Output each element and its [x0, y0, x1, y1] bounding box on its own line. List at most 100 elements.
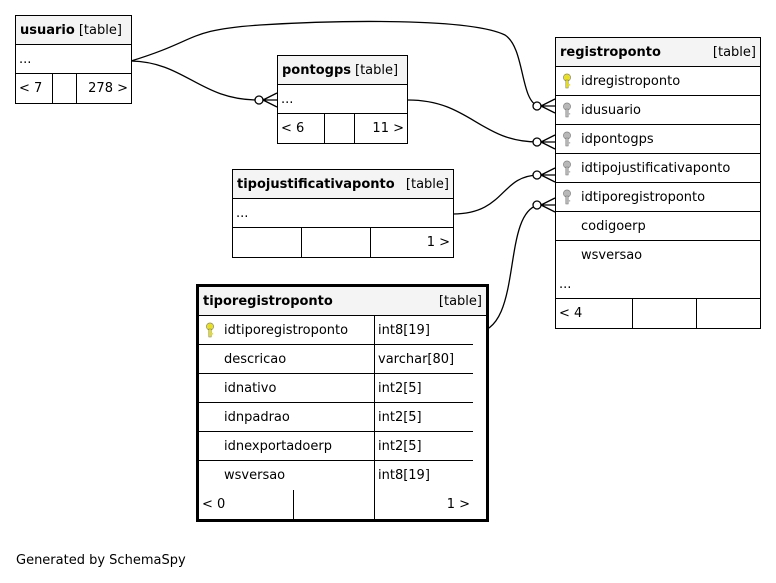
- parents-count[interactable]: < 6: [278, 114, 325, 143]
- column-name: idtiporegistroponto: [581, 189, 706, 205]
- column-name: wsversao: [581, 248, 643, 263]
- column-name-cell: idnexportadoerp: [199, 432, 375, 460]
- parents-count[interactable]: [233, 228, 302, 257]
- nav-row: < 6 11 >: [278, 114, 407, 143]
- table-pontogps[interactable]: pontogps [table] ... < 6 11 >: [277, 55, 408, 144]
- parents-count[interactable]: < 4: [556, 299, 633, 328]
- table-type: [table]: [438, 293, 482, 309]
- table-type: [table]: [712, 44, 756, 60]
- column-row[interactable]: idtiporegistroponto: [556, 183, 760, 212]
- table-name: tiporegistroponto: [203, 293, 333, 309]
- column-name-cell: idnpadrao: [199, 403, 375, 431]
- parents-count[interactable]: < 7: [16, 74, 53, 103]
- table-type: [table]: [78, 22, 122, 38]
- column-name: idusuario: [581, 102, 641, 118]
- key-slot: [556, 73, 578, 89]
- children-count[interactable]: 11 >: [372, 121, 404, 136]
- table-type: [table]: [405, 176, 449, 192]
- column-row[interactable]: idnexportadoerp int2[5]: [199, 432, 473, 461]
- table-header: usuario [table]: [16, 16, 131, 45]
- key-slot: [556, 189, 578, 205]
- key-slot: [556, 131, 578, 147]
- nav-mid: [53, 74, 77, 103]
- more-columns: ...: [281, 91, 294, 107]
- relation-tipojustificativa-registroponto: [452, 174, 539, 215]
- key-slot: [199, 322, 221, 338]
- nav-row: < 4: [556, 299, 760, 328]
- table-name: usuario: [20, 22, 75, 38]
- column-row[interactable]: idusuario: [556, 96, 760, 125]
- nav-row: 1 >: [233, 228, 453, 257]
- table-tiporegistroponto[interactable]: tiporegistroponto [table] idtiporegistro…: [196, 284, 489, 522]
- nav-mid: [302, 228, 371, 257]
- columns-row: ...: [556, 270, 760, 299]
- table-registroponto[interactable]: registroponto [table] idregistroponto idu…: [555, 37, 761, 329]
- children-count[interactable]: 1 >: [446, 497, 470, 512]
- column-row[interactable]: codigoerp: [556, 212, 760, 241]
- table-header: pontogps [table]: [278, 56, 407, 85]
- primary-key-icon: [206, 322, 214, 338]
- foreign-key-icon: [563, 189, 571, 205]
- relation-pontogps-registroponto: [407, 99, 539, 143]
- foreign-key-icon: [563, 102, 571, 118]
- column-row[interactable]: wsversao int8[19]: [199, 461, 473, 490]
- column-datatype: int8[19]: [378, 468, 430, 483]
- table-type: [table]: [355, 62, 399, 78]
- primary-key-icon: [563, 73, 571, 89]
- table-usuario[interactable]: usuario [table] ... < 7 278 >: [15, 15, 132, 104]
- table-header: tipojustificativaponto [table]: [233, 170, 453, 199]
- more-columns: ...: [236, 205, 249, 221]
- children-count[interactable]: 278 >: [88, 81, 128, 96]
- column-row[interactable]: idtipojustificativaponto: [556, 154, 760, 183]
- column-name: idnexportadoerp: [224, 438, 332, 454]
- column-datatype: int8[19]: [378, 322, 430, 338]
- column-row[interactable]: idpontogps: [556, 125, 760, 154]
- column-name-cell: descricao: [199, 345, 375, 373]
- column-name-cell: idtiporegistroponto: [199, 316, 375, 344]
- column-datatype: varchar[80]: [378, 351, 455, 367]
- nav-row: < 0 1 >: [199, 490, 473, 519]
- column-name: idnativo: [224, 380, 277, 396]
- table-name: pontogps: [282, 62, 351, 78]
- foreign-key-icon: [563, 131, 571, 147]
- columns-row: ...: [278, 85, 407, 114]
- column-name: idregistroponto: [581, 73, 681, 89]
- foreign-key-icon: [563, 160, 571, 176]
- column-name: codigoerp: [581, 218, 646, 234]
- column-row[interactable]: idregistroponto: [556, 67, 760, 96]
- table-tipojustificativaponto[interactable]: tipojustificativaponto [table] ... 1 >: [232, 169, 454, 258]
- column-name: idpontogps: [581, 131, 654, 147]
- column-name: descricao: [224, 351, 287, 367]
- children-count[interactable]: 1 >: [426, 235, 450, 250]
- column-name-cell: wsversao: [199, 461, 375, 490]
- nav-row: < 7 278 >: [16, 74, 131, 103]
- column-row[interactable]: wsversao: [556, 241, 760, 270]
- column-row[interactable]: idtiporegistroponto int8[19]: [199, 316, 473, 345]
- column-row[interactable]: idnpadrao int2[5]: [199, 403, 473, 432]
- column-name: wsversao: [224, 468, 286, 483]
- children-count[interactable]: [697, 299, 760, 328]
- column-name-cell: idnativo: [199, 374, 375, 402]
- column-name: idnpadrao: [224, 409, 290, 425]
- column-datatype: int2[5]: [378, 409, 422, 425]
- nav-mid: [294, 490, 375, 519]
- column-name: idtipojustificativaponto: [581, 160, 731, 176]
- generated-by-footer: Generated by SchemaSpy: [16, 553, 186, 568]
- nav-mid: [325, 114, 355, 143]
- columns-row: ...: [16, 45, 131, 74]
- more-columns: ...: [19, 51, 32, 67]
- key-slot: [556, 160, 578, 176]
- table-name: registroponto: [560, 44, 661, 60]
- table-header: registroponto [table]: [556, 38, 760, 67]
- column-row[interactable]: descricao varchar[80]: [199, 345, 473, 374]
- table-name: tipojustificativaponto: [237, 176, 395, 192]
- columns-row: ...: [233, 199, 453, 228]
- column-name: idtiporegistroponto: [224, 322, 349, 338]
- column-datatype: int2[5]: [378, 438, 422, 454]
- nav-mid: [633, 299, 697, 328]
- relation-usuario-registroponto: [130, 20, 539, 107]
- more-columns: ...: [559, 276, 572, 292]
- parents-count[interactable]: < 0: [199, 490, 294, 519]
